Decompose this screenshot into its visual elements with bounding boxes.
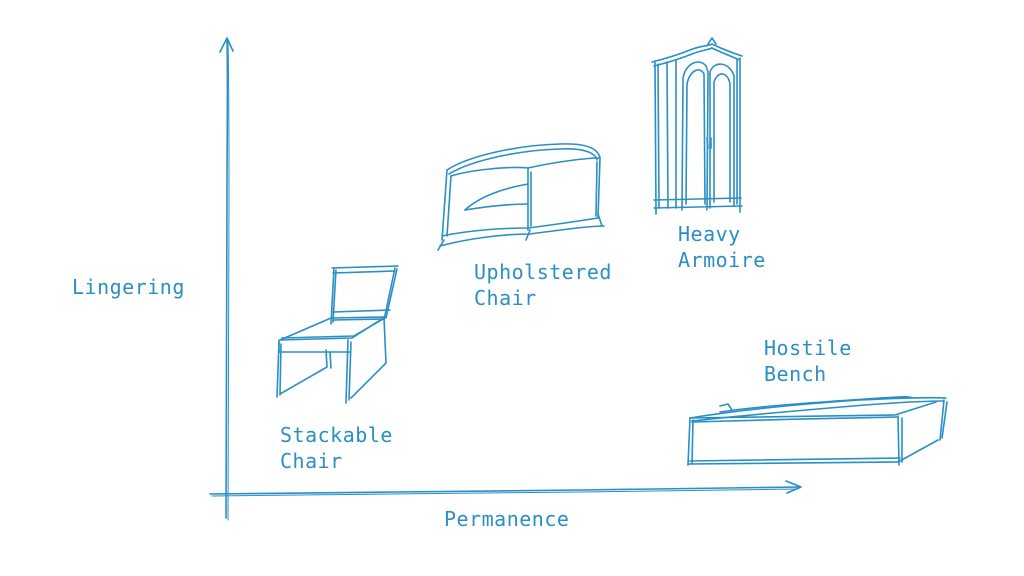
heavy-armoire-label-line2: Armoire xyxy=(678,248,766,272)
stackable-chair-label-line1: Stackable xyxy=(280,423,393,447)
stackable-chair-label-line2: Chair xyxy=(280,449,343,473)
heavy-armoire-label-line1: Heavy xyxy=(678,222,741,246)
upholstered-chair-sketch xyxy=(437,143,605,251)
upholstered-chair-label: Upholstered Chair xyxy=(474,259,612,311)
heavy-armoire-sketch xyxy=(651,37,743,215)
upholstered-chair-label-line2: Chair xyxy=(474,286,537,310)
heavy-armoire-label: Heavy Armoire xyxy=(678,221,766,273)
y-axis xyxy=(219,37,234,521)
stackable-chair-sketch xyxy=(276,265,399,404)
hostile-bench-label-line1: Hostile xyxy=(764,336,852,360)
stackable-chair-label: Stackable Chair xyxy=(280,422,393,474)
y-axis-label: Lingering xyxy=(72,275,185,299)
hostile-bench-label-line2: Bench xyxy=(764,362,827,386)
upholstered-chair-label-line1: Upholstered xyxy=(474,260,612,284)
hostile-bench-label: Hostile Bench xyxy=(764,335,852,387)
x-axis-label: Permanence xyxy=(444,507,570,531)
hostile-bench-sketch xyxy=(687,396,948,466)
x-axis xyxy=(209,480,802,497)
